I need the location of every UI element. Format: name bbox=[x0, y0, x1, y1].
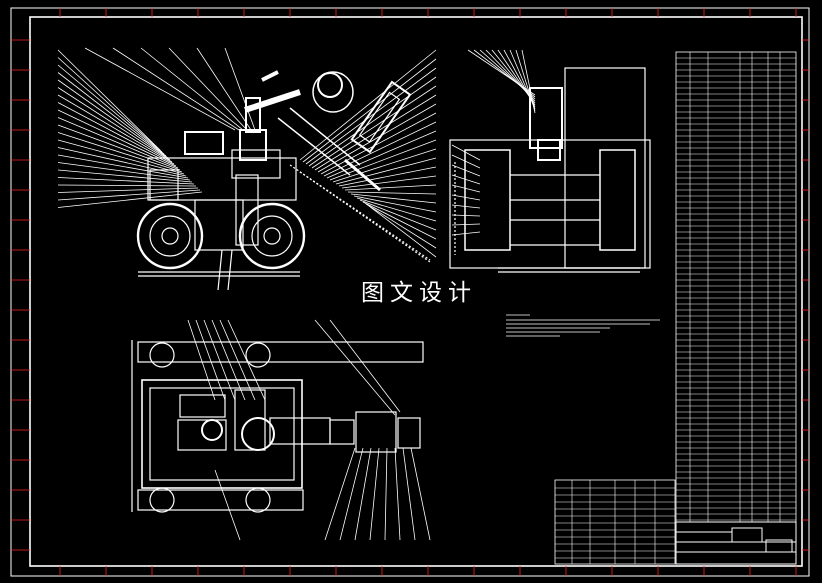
sheet-border bbox=[10, 7, 810, 577]
zone-ticks bbox=[11, 8, 809, 576]
plan-view bbox=[131, 319, 431, 541]
revision-table bbox=[554, 479, 676, 565]
parts-list-table bbox=[675, 51, 797, 523]
technical-notes bbox=[506, 314, 660, 337]
leader-lines-left bbox=[57, 47, 256, 208]
end-elevation-view bbox=[449, 49, 651, 273]
side-elevation-view bbox=[57, 47, 437, 291]
title-block bbox=[675, 521, 797, 565]
watermark-text: 图文设计 bbox=[344, 276, 494, 310]
leader-lines-end bbox=[451, 49, 536, 236]
leader-lines-right bbox=[299, 49, 437, 258]
leader-lines-plan bbox=[187, 319, 431, 541]
